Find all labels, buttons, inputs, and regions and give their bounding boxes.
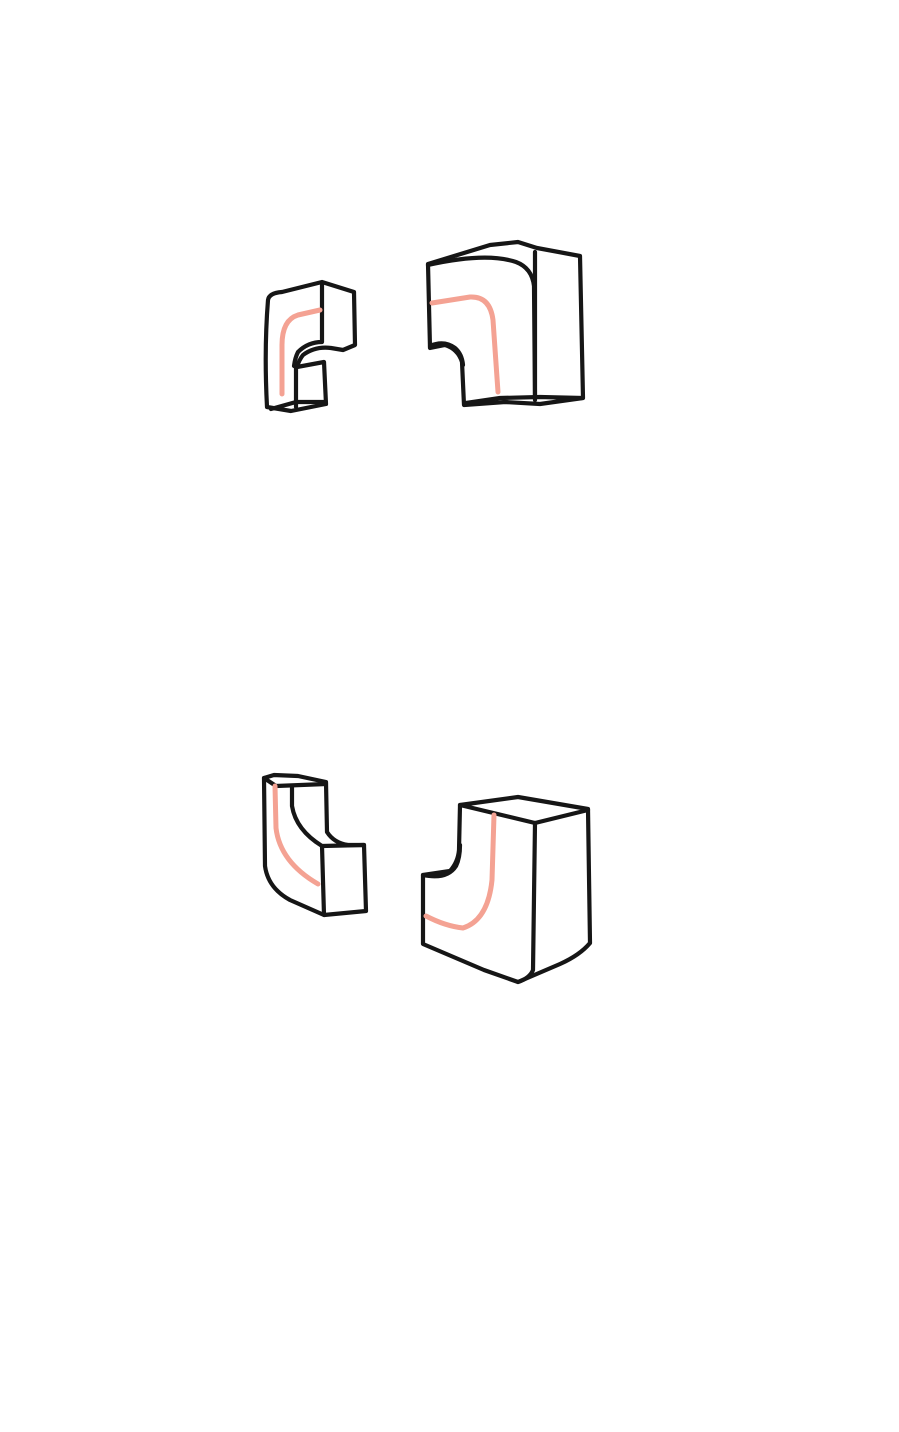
top-right-block-front-edge <box>425 255 538 403</box>
bottom-left-block <box>261 772 369 918</box>
top-right-block <box>425 239 586 408</box>
bottom-right-block <box>420 794 593 985</box>
bottom-right-block-guide-curve <box>423 812 497 931</box>
top-right-block-guide-curve <box>429 294 501 395</box>
top-right-block-notch <box>427 341 466 368</box>
bottom-right-block-outline <box>420 794 593 985</box>
top-left-block-inner-corner <box>291 281 325 369</box>
top-row <box>263 239 586 414</box>
top-left-block-outline <box>263 279 358 414</box>
bottom-right-block-front-edge <box>515 820 538 985</box>
top-right-block-outline <box>425 239 586 408</box>
bottom-left-block-guide-curve <box>272 783 321 887</box>
bottom-right-block-notch <box>420 842 463 879</box>
bottom-left-block-front-edge <box>319 843 327 918</box>
top-right-block-bottom-edge <box>463 394 585 406</box>
bottom-row <box>261 772 593 985</box>
top-left-block <box>263 279 358 414</box>
top-left-block-bottom-edge <box>268 399 327 412</box>
top-left-block-guide-curve <box>279 307 323 397</box>
